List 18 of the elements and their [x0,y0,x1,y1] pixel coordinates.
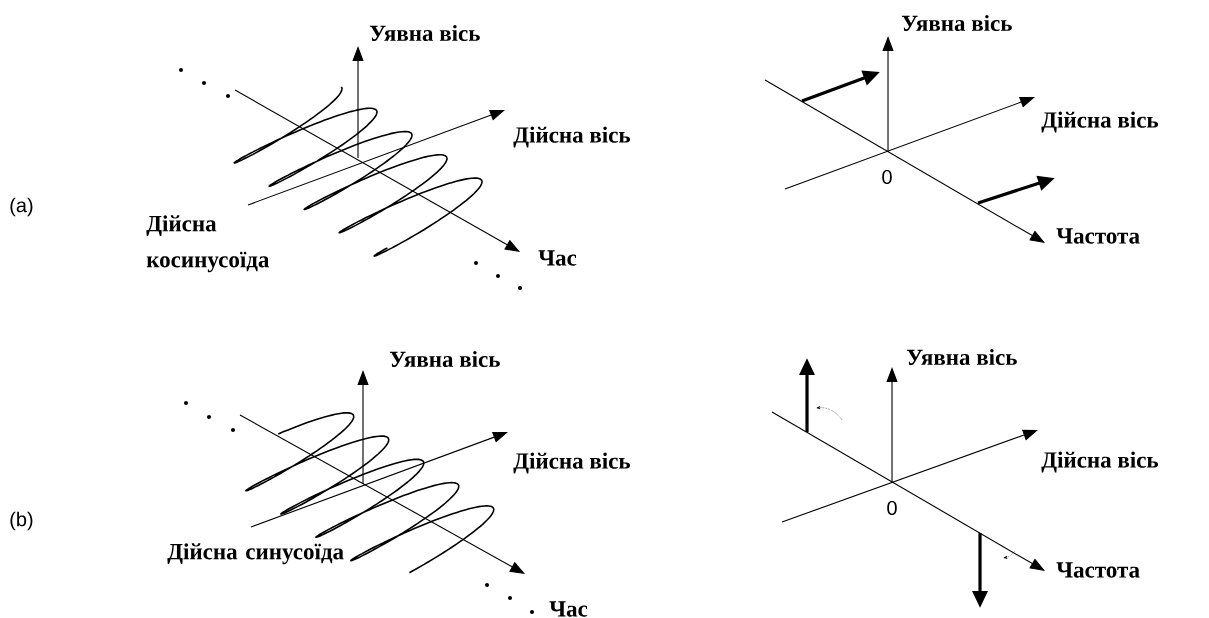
axis-label: Уявна вісь [369,24,480,42]
axis-label: Уявна вісь [906,348,1017,366]
axis-label: Час [538,250,577,266]
axis-label: Уявна вісь [389,350,500,368]
axis-label: Дійсна вісь [1041,451,1158,473]
waveform-label: Дійсна синусоїда [167,543,344,565]
panel-label: (a) [10,197,33,217]
axis-label: Дійсна вісь [513,126,630,148]
axis-label: Час [549,601,588,617]
origin-label: 0 [887,500,897,516]
axis-label: Частота [1056,228,1140,244]
axis-label: Дійсна вісь [513,452,630,474]
panel-label: (b) [10,511,33,531]
origin-label: 0 [882,169,892,185]
waveform-label: Дійсна косинусоїда [146,215,270,273]
axis-label: Дійсна вісь [1041,111,1158,133]
axis-label: Частота [1056,562,1140,578]
axis-label: Уявна вісь [901,14,1012,32]
